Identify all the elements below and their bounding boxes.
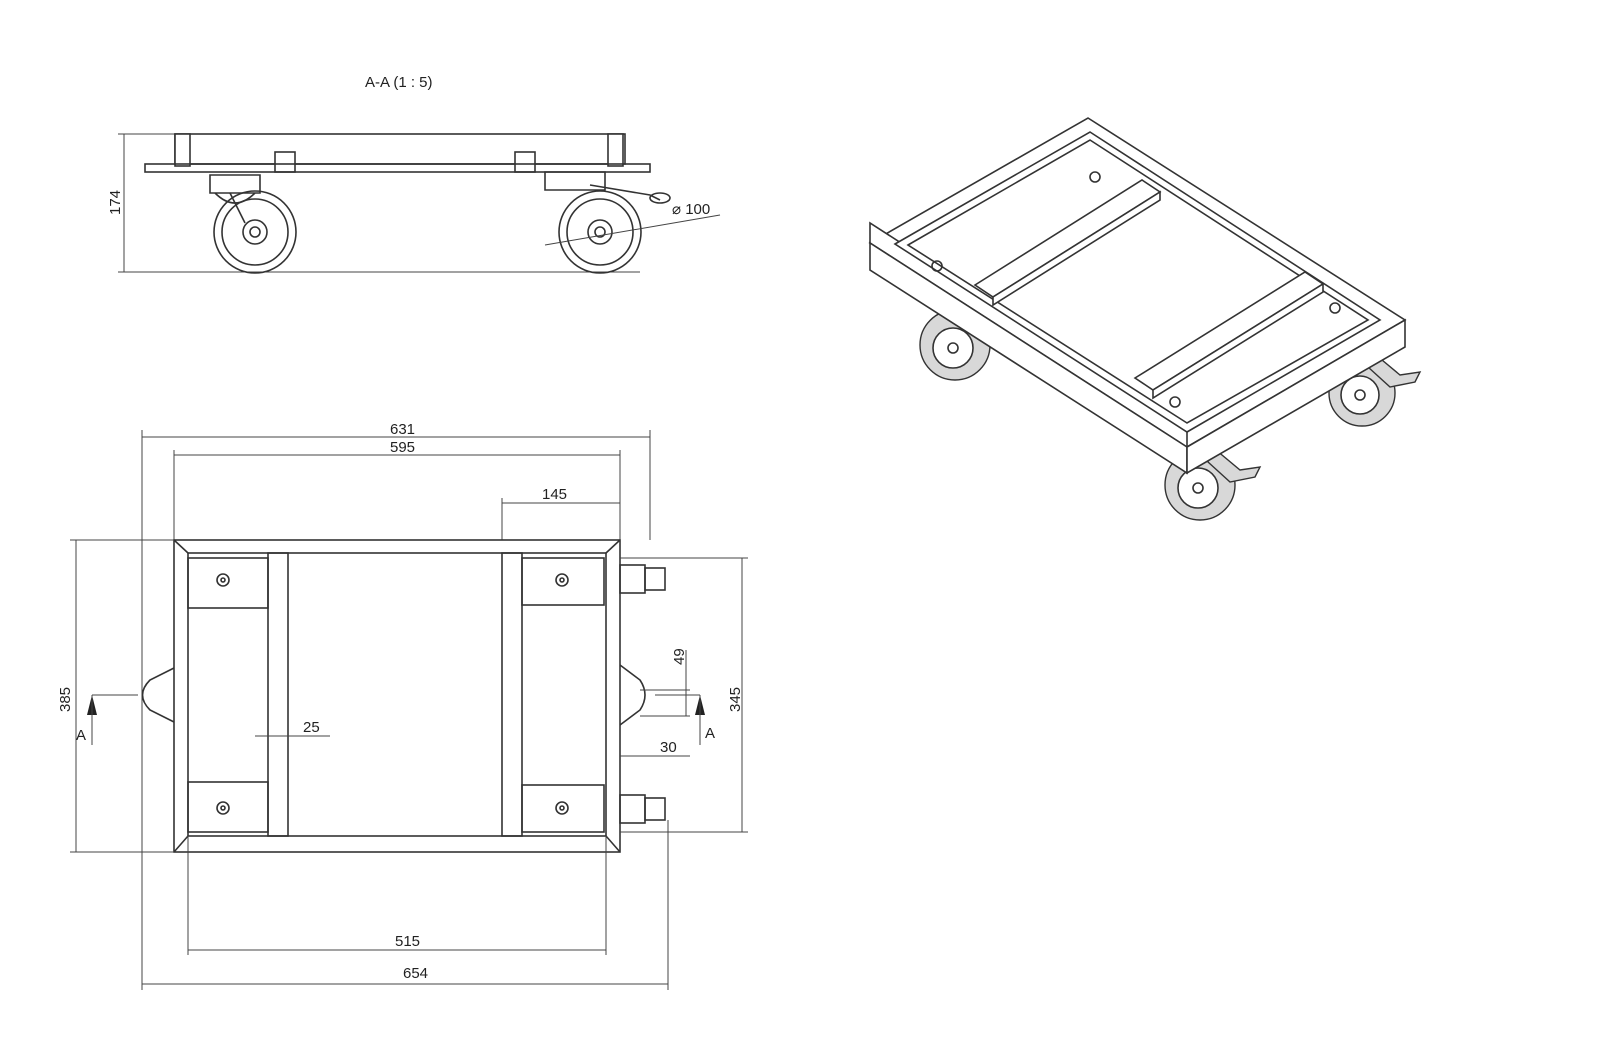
wheel-diameter-dim: ⌀ 100 bbox=[672, 201, 710, 218]
dim-30: 30 bbox=[660, 739, 677, 756]
section-title: A-A (1 : 5) bbox=[365, 74, 433, 91]
dim-515: 515 bbox=[395, 933, 420, 950]
dim-385: 385 bbox=[57, 687, 74, 712]
dim-654: 654 bbox=[403, 965, 428, 982]
top-view: 631 595 145 385 345 bbox=[57, 421, 748, 990]
dim-145: 145 bbox=[542, 486, 567, 503]
dim-595: 595 bbox=[390, 439, 415, 456]
side-height-dim: 174 bbox=[107, 190, 124, 215]
side-view: 174 ⌀ 100 bbox=[107, 133, 721, 274]
dim-631: 631 bbox=[390, 421, 415, 438]
section-marker-right: A bbox=[705, 725, 715, 742]
section-marker-left: A bbox=[76, 727, 86, 744]
dim-25: 25 bbox=[303, 719, 320, 736]
dim-345: 345 bbox=[727, 687, 744, 712]
dim-49: 49 bbox=[671, 648, 688, 665]
isometric-view bbox=[868, 117, 1422, 521]
